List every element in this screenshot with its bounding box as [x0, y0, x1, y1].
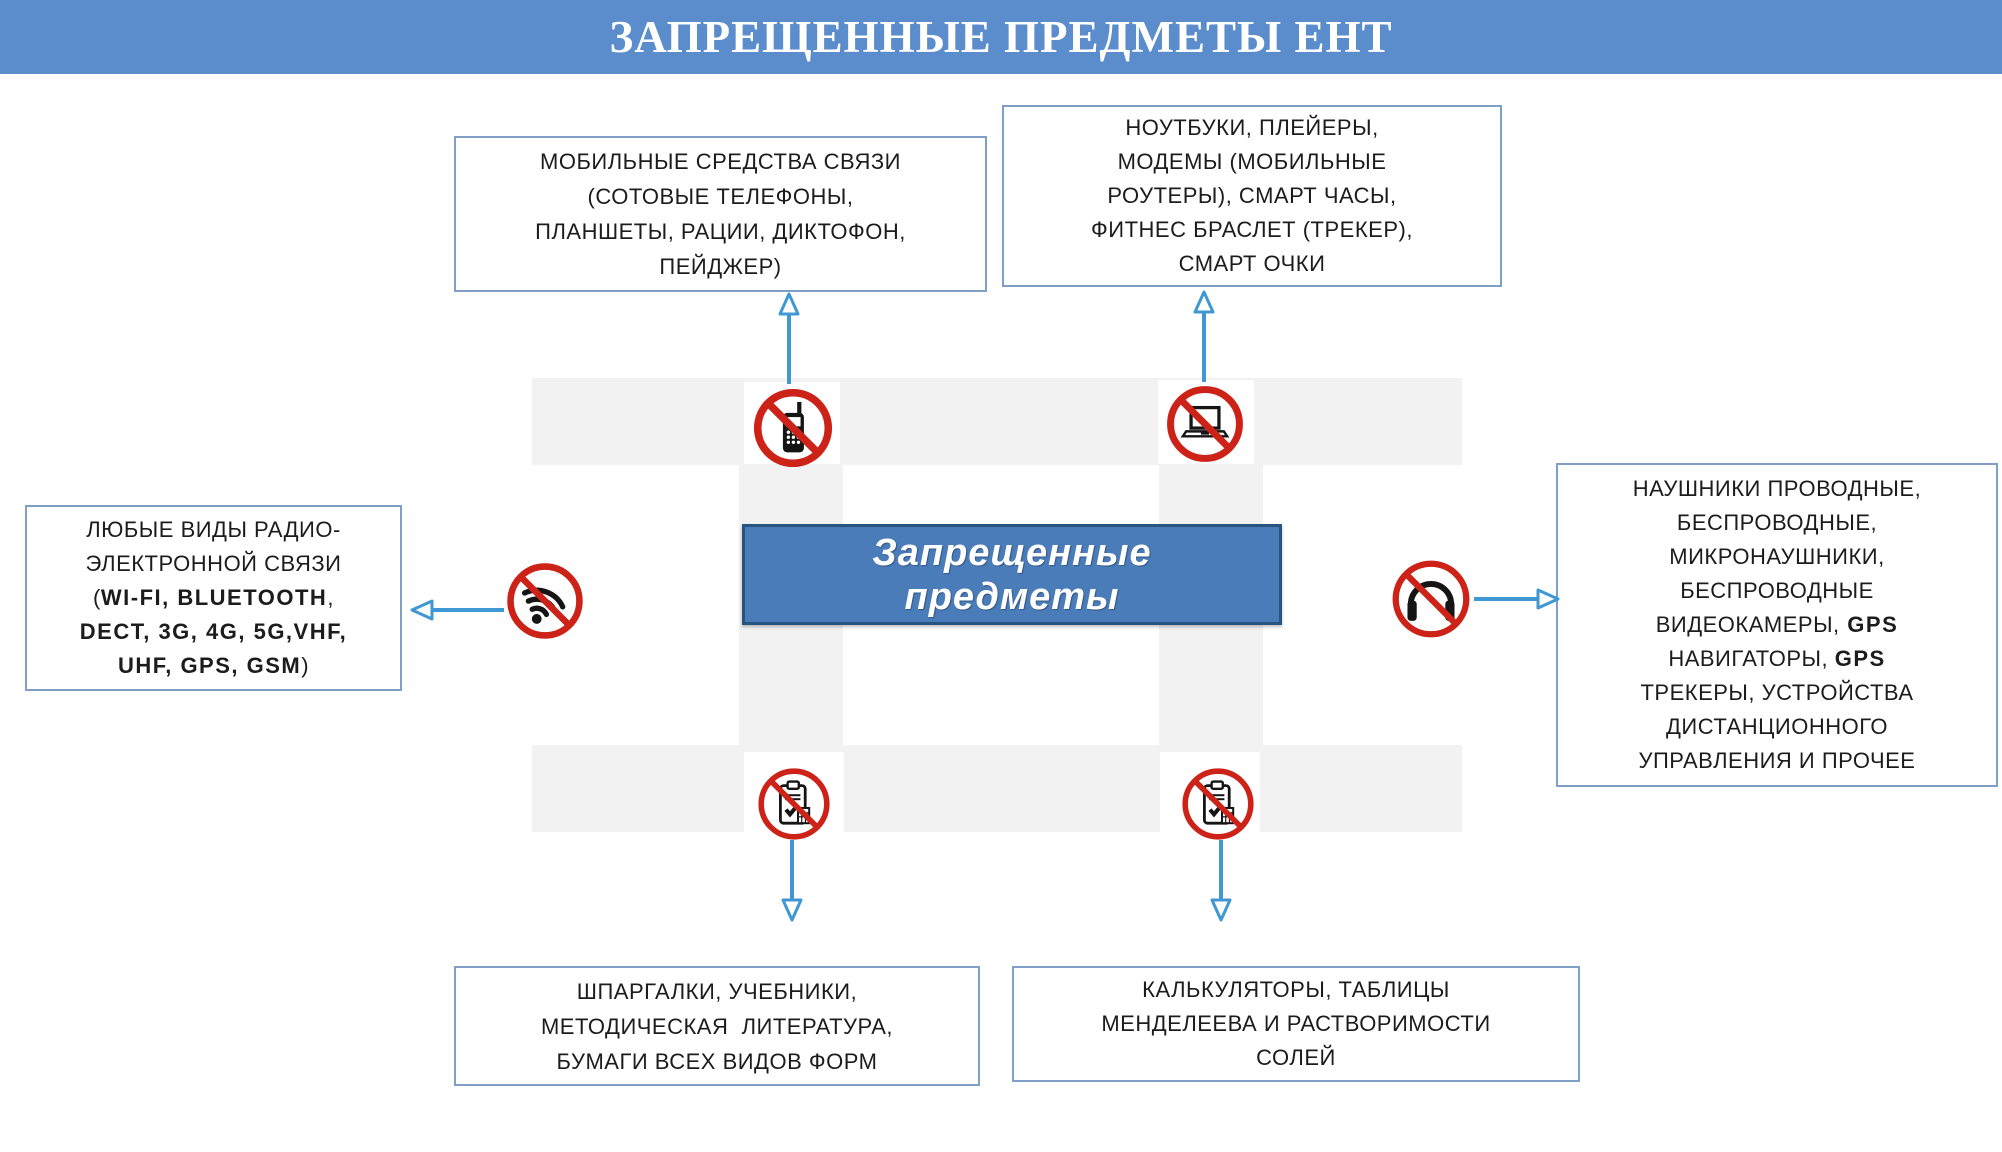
text-line: МЕТОДИЧЕСКАЯ ЛИТЕРАТУРА,	[540, 1013, 894, 1039]
arrow-to-cheat-sheets-box	[781, 840, 803, 922]
text-line: СМАРТ ОЧКИ	[1178, 251, 1326, 276]
text-line: ШПАРГАЛКИ, УЧЕБНИКИ,	[576, 978, 858, 1004]
text-line: DECT, 3G, 4G, 5G,VHF,	[79, 619, 348, 644]
text-line: РОУТЕРЫ), СМАРТ ЧАСЫ,	[1107, 183, 1397, 208]
text-line: НОУТБУКИ, ПЛЕЙЕРЫ,	[1125, 115, 1379, 140]
arrow-to-calculators-box	[1210, 840, 1232, 922]
no-laptop-icon	[1164, 383, 1246, 470]
box-cheat-sheets: ШПАРГАЛКИ, УЧЕБНИКИ, МЕТОДИЧЕСКАЯ ЛИТЕРАТ…	[454, 966, 980, 1086]
text-line: МЕНДЕЛЕЕВА И РАСТВОРИМОСТИ	[1101, 1011, 1491, 1036]
text-line: МОБИЛЬНЫЕ СРЕДСТВА СВЯЗИ	[540, 149, 901, 174]
arrow-to-headphones-box	[1474, 588, 1560, 610]
page-title: ЗАПРЕЩЕННЫЕ ПРЕДМЕТЫ ЕНТ	[609, 12, 1393, 62]
text-line: ПЕЙДЖЕР)	[659, 254, 782, 279]
text-line: ТРЕКЕРЫ, УСТРОЙСТВА	[1640, 680, 1914, 705]
center-label-line2: предметы	[904, 575, 1120, 618]
box-calculators-tables: КАЛЬКУЛЯТОРЫ, ТАБЛИЦЫ МЕНДЕЛЕЕВА И РАСТВО…	[1012, 966, 1580, 1082]
text-line: ДИСТАНЦИОННОГО	[1665, 714, 1888, 739]
text-line: БУМАГИ ВСЕХ ВИДОВ ФОРМ	[556, 1048, 878, 1074]
box-radio-electronic: ЛЮБЫЕ ВИДЫ РАДИО- ЭЛЕКТРОННОЙ СВЯЗИ (WI-FI…	[25, 505, 402, 691]
grid-band-top	[532, 378, 1462, 465]
text-line: UHF, GPS, GSM)	[117, 653, 310, 678]
arrow-to-mobile-devices-box	[778, 292, 800, 384]
center-label-line1: Запрещенные	[872, 531, 1152, 574]
title-bar: ЗАПРЕЩЕННЫЕ ПРЕДМЕТЫ ЕНТ	[0, 0, 2002, 74]
text-line: НАВИГАТОРЫ, GPS	[1668, 646, 1886, 671]
no-cheatsheet-icon-right	[1178, 764, 1258, 849]
text-line: БЕСПРОВОДНЫЕ,	[1676, 510, 1878, 535]
arrow-to-laptops-box	[1193, 290, 1215, 382]
no-mobile-phone-icon	[751, 386, 835, 475]
text-line: ЛЮБЫЕ ВИДЫ РАДИО-	[86, 517, 341, 542]
text-line: УПРАВЛЕНИЯ И ПРОЧЕЕ	[1638, 748, 1916, 773]
no-cheatsheet-icon-left	[754, 764, 834, 849]
no-wifi-icon	[504, 560, 586, 647]
center-prohibited-items-box: Запрещенные предметы	[742, 524, 1282, 625]
text-line: МОДЕМЫ (МОБИЛЬНЫЕ	[1117, 149, 1387, 174]
text-line: ЭЛЕКТРОННОЙ СВЯЗИ	[85, 551, 342, 576]
box-laptops-players: НОУТБУКИ, ПЛЕЙЕРЫ, МОДЕМЫ (МОБИЛЬНЫЕ РОУТЕ…	[1002, 105, 1502, 287]
box-mobile-devices: МОБИЛЬНЫЕ СРЕДСТВА СВЯЗИ (СОТОВЫЕ ТЕЛЕФОН…	[454, 136, 987, 292]
text-line: (СОТОВЫЕ ТЕЛЕФОНЫ,	[587, 184, 854, 209]
text-line: НАУШНИКИ ПРОВОДНЫЕ,	[1632, 476, 1922, 501]
grid-band-bottom	[532, 745, 1462, 832]
arrow-to-radio-box	[410, 599, 504, 621]
no-headphones-icon	[1389, 557, 1473, 646]
text-line: СОЛЕЙ	[1256, 1045, 1336, 1070]
text-line: (WI-FI, BLUETOOTH,	[93, 585, 334, 610]
box-headphones-gps: НАУШНИКИ ПРОВОДНЫЕ, БЕСПРОВОДНЫЕ, МИКРОНАУ…	[1556, 463, 1998, 787]
text-line: ПЛАНШЕТЫ, РАЦИИ, ДИКТОФОН,	[535, 219, 906, 244]
text-line: МИКРОНАУШНИКИ,	[1669, 544, 1885, 569]
text-line: КАЛЬКУЛЯТОРЫ, ТАБЛИЦЫ	[1142, 977, 1450, 1002]
text-line: ФИТНЕС БРАСЛЕТ (ТРЕКЕР),	[1091, 217, 1413, 242]
text-line: ВИДЕОКАМЕРЫ, GPS	[1655, 612, 1899, 637]
text-line: БЕСПРОВОДНЫЕ	[1680, 578, 1874, 603]
